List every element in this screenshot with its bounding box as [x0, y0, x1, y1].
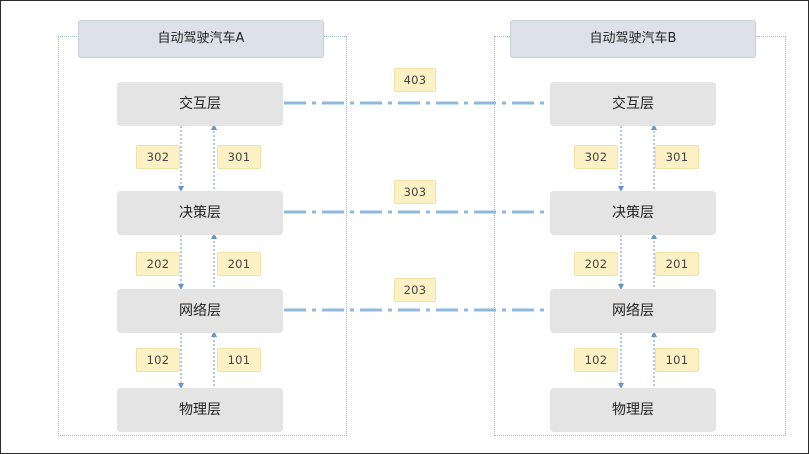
a-tag-decision-up: 201	[217, 252, 261, 276]
b-tag-network-down: 102	[574, 348, 618, 372]
b-tag-interaction-up: 301	[655, 145, 699, 169]
b-tag-decision-up: 201	[655, 252, 699, 276]
b-layer-interaction: 交互层	[550, 82, 716, 126]
a-layer-physical: 物理层	[117, 388, 283, 432]
b-layer-network: 网络层	[550, 289, 716, 333]
vehicle-a-title: 自动驾驶汽车A	[78, 20, 324, 58]
b-layer-decision: 决策层	[550, 191, 716, 235]
a-tag-decision-down: 202	[136, 252, 180, 276]
vehicle-b-title: 自动驾驶汽车B	[510, 20, 756, 58]
b-layer-physical: 物理层	[550, 388, 716, 432]
a-layer-interaction: 交互层	[117, 82, 283, 126]
b-tag-interaction-down: 302	[574, 145, 618, 169]
peer-tag-network: 203	[394, 278, 436, 302]
a-tag-network-down: 102	[136, 348, 180, 372]
peer-tag-interaction: 403	[394, 68, 436, 92]
a-tag-interaction-down: 302	[136, 145, 180, 169]
b-tag-network-up: 101	[655, 348, 699, 372]
b-tag-decision-down: 202	[574, 252, 618, 276]
a-layer-network: 网络层	[117, 289, 283, 333]
peer-tag-decision: 303	[394, 180, 436, 204]
a-tag-interaction-up: 301	[217, 145, 261, 169]
a-layer-decision: 决策层	[117, 191, 283, 235]
a-tag-network-up: 101	[217, 348, 261, 372]
